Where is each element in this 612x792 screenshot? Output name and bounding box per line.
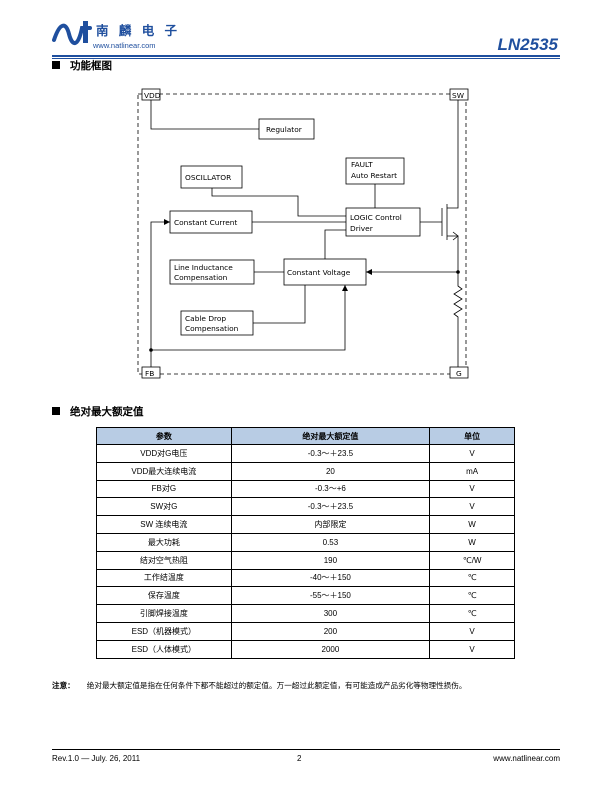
- arrow-cv-fb: [342, 285, 348, 291]
- header-rule: [52, 55, 560, 57]
- bullet-square-icon: [52, 61, 60, 69]
- header-website: www.natlinear.com: [93, 41, 156, 50]
- cell-parameter: 工作结温度: [96, 568, 232, 588]
- cell-value: 300: [230, 604, 431, 623]
- cell-unit: mA: [429, 461, 515, 481]
- cell-value: -0.3～＋23.5: [230, 444, 431, 463]
- cell-parameter: SW对G: [96, 497, 232, 517]
- cell-parameter: VDD最大连续电流: [96, 461, 232, 481]
- cell-value: 200: [230, 621, 431, 641]
- cell-unit: V: [429, 444, 515, 463]
- driver-label: Driver: [350, 224, 374, 233]
- block-oscillator: [180, 165, 243, 189]
- cell-parameter: ESD（人体模式）: [96, 639, 232, 659]
- bullet-square-icon: [52, 407, 60, 415]
- pin-sw-label: SW: [452, 91, 465, 100]
- footer-website: www.natlinear.com: [493, 754, 560, 763]
- auto-restart-label: Auto Restart: [351, 171, 397, 180]
- cell-unit: ℃: [429, 604, 515, 623]
- chip-outline: [137, 93, 467, 375]
- cell-parameter: ESD（机器模式）: [96, 621, 232, 641]
- footer-page-number: 2: [297, 754, 302, 763]
- cell-value: -0.3～+6: [230, 479, 431, 499]
- constant-voltage-label: Constant Voltage: [287, 268, 351, 277]
- functional-block-diagram: VDD SW FB G Regulator OSCILLATOR FAULT A…: [137, 88, 469, 379]
- arrow-cv-input: [366, 269, 372, 275]
- pin-fb-label: FB: [145, 369, 154, 378]
- section-heading-block-diagram: 功能框图: [52, 58, 112, 73]
- logic-control-label: LOGIC Control: [350, 213, 402, 222]
- cell-unit: V: [429, 639, 515, 659]
- cell-parameter: SW 连续电流: [96, 515, 232, 534]
- oscillator-label: OSCILLATOR: [185, 173, 231, 182]
- note-label: 注意：: [52, 681, 75, 690]
- table-row: 工作结温度-40～＋150℃: [96, 568, 515, 588]
- pin-vdd-label: VDD: [144, 91, 161, 100]
- fault-label: FAULT: [351, 160, 373, 169]
- cell-value: 2000: [230, 639, 431, 659]
- header-parameter: 参数: [96, 427, 232, 445]
- company-name: 南 麟 电 子: [96, 23, 181, 38]
- note-text: 绝对最大额定值是指在任何条件下都不能超过的额定值。万一超过此额定值，有可能造成产…: [86, 681, 467, 690]
- cell-unit: V: [429, 497, 515, 517]
- cell-unit: V: [429, 479, 515, 499]
- header-unit: 单位: [429, 427, 515, 445]
- part-number: LN2535: [497, 35, 558, 54]
- cell-parameter: VDD对G电压: [96, 444, 232, 463]
- header-rating: 绝对最大额定值: [230, 427, 431, 445]
- line-inductance-comp-label: Compensation: [174, 273, 228, 282]
- cell-unit: W: [429, 515, 515, 534]
- cell-unit: V: [429, 621, 515, 641]
- cable-drop-label: Cable Drop: [185, 314, 226, 323]
- section-heading-ratings: 绝对最大额定值: [52, 404, 144, 419]
- cell-parameter: 保存温度: [96, 586, 232, 606]
- company-logo: [52, 21, 92, 45]
- cell-value: -40～＋150: [230, 568, 431, 588]
- cell-unit: W: [429, 532, 515, 552]
- line-inductance-label: Line Inductance: [174, 263, 233, 272]
- cell-value: -55～＋150: [230, 586, 431, 606]
- cell-unit: ℃: [429, 568, 515, 588]
- cell-unit: ℃: [429, 586, 515, 606]
- cell-value: 190: [230, 550, 431, 570]
- cell-value: 0.53: [230, 532, 431, 552]
- cable-drop-comp-label: Compensation: [185, 324, 239, 333]
- table-row: 保存温度-55～＋150℃: [96, 586, 515, 606]
- cell-parameter: 引脚焊接温度: [96, 604, 232, 623]
- cell-value: -0.3～＋23.5: [230, 497, 431, 517]
- cell-value: 内部限定: [230, 515, 431, 534]
- cell-parameter: 结对空气热阻: [96, 550, 232, 570]
- pin-g: [449, 366, 469, 379]
- cell-unit: ℃/W: [429, 550, 515, 570]
- constant-current-label: Constant Current: [174, 218, 237, 227]
- header-rule-thin: [52, 58, 560, 59]
- arrow-cc-input: [164, 219, 170, 225]
- cell-parameter: 最大功耗: [96, 532, 232, 552]
- pin-g-label: G: [456, 369, 462, 378]
- regulator-label: Regulator: [266, 125, 303, 134]
- table-header-row: 参数 绝对最大额定值 单位: [96, 427, 515, 445]
- footer-revision: Rev.1.0 — July. 26, 2011: [52, 754, 141, 763]
- cell-parameter: FB对G: [96, 479, 232, 499]
- ratings-note: 注意： 绝对最大额定值是指在任何条件下都不能超过的额定值。万一超过此额定值，有可能…: [52, 680, 466, 691]
- footer-rule: [52, 749, 560, 750]
- cell-value: 20: [230, 461, 431, 481]
- pin-sw: [449, 88, 469, 101]
